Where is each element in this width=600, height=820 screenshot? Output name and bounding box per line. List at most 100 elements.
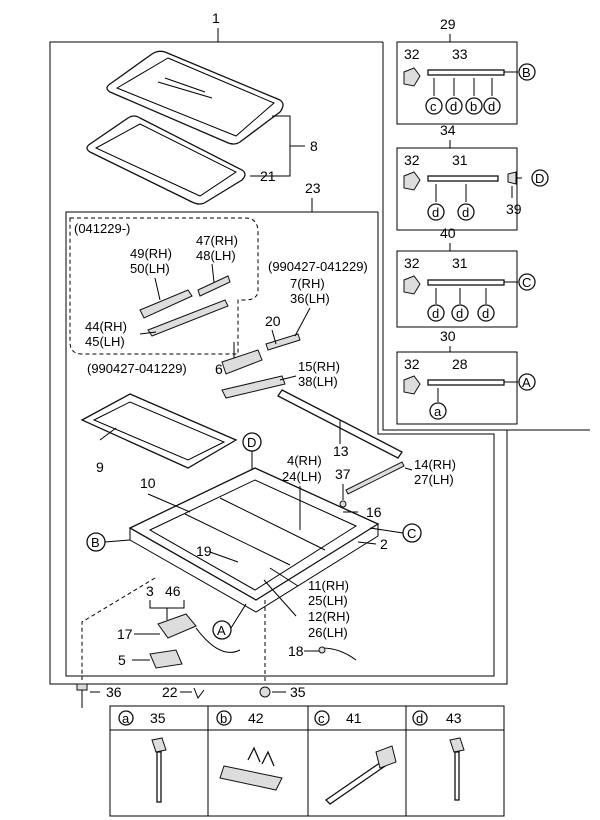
harness-34-group: 34 bbox=[440, 122, 456, 138]
label-14-rh: 14(RH) bbox=[414, 457, 456, 472]
callout-35: 35 bbox=[290, 684, 306, 700]
legend-key-a: a bbox=[122, 711, 130, 726]
callout-1: 1 bbox=[212, 10, 220, 26]
label-45-lh: 45(LH) bbox=[85, 334, 125, 349]
harness-29-end: B bbox=[522, 65, 531, 80]
legend-part-d: 43 bbox=[446, 710, 462, 726]
label-27-lh: 27(LH) bbox=[414, 472, 454, 487]
harness-29-group: 29 bbox=[440, 16, 456, 32]
marker-A-frame: A bbox=[217, 623, 226, 638]
harness-34-end: D bbox=[535, 171, 544, 186]
callout-5: 5 bbox=[118, 652, 126, 668]
harness-30-hose: 28 bbox=[452, 356, 468, 372]
callout-21: 21 bbox=[260, 168, 276, 184]
clip-d-drawing bbox=[449, 737, 465, 801]
callout-3: 3 bbox=[146, 583, 154, 599]
revision-group-990427-a: (990427-041229) 7(RH) 36(LH) 20 bbox=[265, 259, 368, 351]
legend-key-d: d bbox=[416, 711, 423, 726]
revision-group-041229: (041229-) 49(RH) 50(LH) 47(RH) 48(LH) 44… bbox=[69, 217, 259, 355]
label-11-rh: 11(RH) bbox=[308, 578, 349, 593]
callout-22: 22 bbox=[162, 684, 178, 700]
callout-19: 19 bbox=[196, 543, 212, 559]
date-range-c: (990427-041229) bbox=[87, 361, 187, 376]
date-range-a: (041229-) bbox=[74, 221, 130, 236]
callout-37-16: 37 16 bbox=[335, 466, 382, 520]
clip-a-drawing bbox=[151, 737, 167, 803]
label-12-rh: 12(RH) bbox=[308, 609, 350, 624]
harness-40-tap-2: d bbox=[456, 306, 463, 321]
connector-markers: D B C A bbox=[86, 432, 422, 640]
label-44-rh: 44(RH) bbox=[85, 319, 127, 334]
callout-36: 36 bbox=[106, 684, 122, 700]
callout-6: 6 bbox=[215, 361, 223, 377]
marker-D-frame: D bbox=[247, 435, 256, 450]
harness-34-tap-2: d bbox=[462, 205, 469, 220]
legend-part-c: 41 bbox=[346, 710, 362, 726]
date-range-b: (990427-041229) bbox=[268, 259, 368, 274]
harness-40-end: C bbox=[522, 275, 531, 290]
callout-16: 16 bbox=[366, 504, 382, 520]
callout-11-12: 11(RH) 25(LH) 12(RH) 26(LH) bbox=[263, 567, 350, 640]
marker-B-frame: B bbox=[91, 535, 100, 550]
callout-18: 18 bbox=[288, 643, 357, 661]
harness-40-hose: 31 bbox=[452, 255, 468, 271]
harness-40-clip: 32 bbox=[404, 255, 420, 271]
harness-30-clip: 32 bbox=[404, 356, 420, 372]
label-26-lh: 26(LH) bbox=[308, 625, 348, 640]
harness-29-tap-2: d bbox=[450, 99, 457, 114]
harness-panel-40: 40 32 31 C d d d bbox=[396, 225, 536, 328]
revision-group-990427-b: (990427-041229) 6 15(RH) 38(LH) bbox=[87, 342, 340, 399]
harness-panel-29: 29 32 33 B c d b d bbox=[396, 16, 536, 125]
harness-29-tap-3: b bbox=[470, 99, 477, 114]
callout-23: 23 bbox=[305, 180, 321, 196]
subassembly-frame: 23 bbox=[65, 180, 495, 677]
callout-group-8-21: 8 21 bbox=[250, 115, 318, 184]
label-36-lh: 36(LH) bbox=[290, 291, 330, 306]
sunroof-glass bbox=[106, 50, 284, 145]
label-47-rh: 47(RH) bbox=[196, 233, 238, 248]
callout-37: 37 bbox=[335, 466, 351, 482]
harness-40-tap-1: d bbox=[432, 306, 439, 321]
harness-30-tap-1: a bbox=[434, 404, 442, 419]
clip-c-drawing bbox=[324, 745, 397, 805]
callout-4-24: 4(RH) 24(LH) bbox=[282, 453, 322, 530]
callout-20: 20 bbox=[265, 313, 281, 329]
label-25-lh: 25(LH) bbox=[308, 593, 348, 608]
harness-40-tap-3: d bbox=[482, 306, 489, 321]
harness-34-clip: 32 bbox=[404, 152, 420, 168]
marker-C-frame: C bbox=[407, 526, 416, 541]
label-15-rh: 15(RH) bbox=[298, 359, 340, 374]
clip-b-drawing bbox=[219, 746, 283, 791]
harness-29-tap-4: d bbox=[488, 99, 495, 114]
harness-panel-30: 30 32 28 A a bbox=[396, 328, 536, 425]
callout-17: 17 bbox=[117, 626, 133, 642]
legend-part-b: 42 bbox=[248, 710, 264, 726]
label-7-rh: 7(RH) bbox=[290, 276, 325, 291]
legend-key-b: b bbox=[220, 711, 227, 726]
harness-panel-34: 34 32 31 D 39 d d bbox=[396, 122, 549, 231]
callout-9: 9 bbox=[96, 459, 104, 475]
callout-46: 46 bbox=[165, 583, 181, 599]
harness-30-group: 30 bbox=[440, 328, 456, 344]
harness-40-group: 40 bbox=[440, 225, 456, 241]
legend-part-a: 35 bbox=[150, 710, 166, 726]
deflector-13: 13 bbox=[277, 389, 403, 459]
label-49-rh: 49(RH) bbox=[130, 246, 172, 261]
harness-29-clip: 32 bbox=[404, 46, 420, 62]
fastener-callouts: 36 22 35 bbox=[76, 577, 306, 708]
legend-key-c: c bbox=[318, 711, 325, 726]
harness-34-extra: 39 bbox=[506, 201, 522, 217]
sunroof-frame: 10 19 2 bbox=[128, 467, 388, 613]
callout-8: 8 bbox=[310, 138, 318, 154]
harness-34-hose: 31 bbox=[452, 152, 468, 168]
harness-29-hose: 33 bbox=[452, 46, 468, 62]
label-48-lh: 48(LH) bbox=[196, 248, 236, 263]
harness-30-end: A bbox=[522, 375, 531, 390]
callout-18-text: 18 bbox=[288, 643, 304, 659]
clip-legend-table: a 35 b 42 c 41 d 43 bbox=[109, 705, 505, 817]
callout-10: 10 bbox=[140, 475, 156, 491]
sunshade-panel-9: 9 bbox=[80, 393, 238, 475]
harness-29-tap-1: c bbox=[430, 99, 437, 114]
label-50-lh: 50(LH) bbox=[130, 261, 170, 276]
label-24-lh: 24(LH) bbox=[282, 469, 322, 484]
